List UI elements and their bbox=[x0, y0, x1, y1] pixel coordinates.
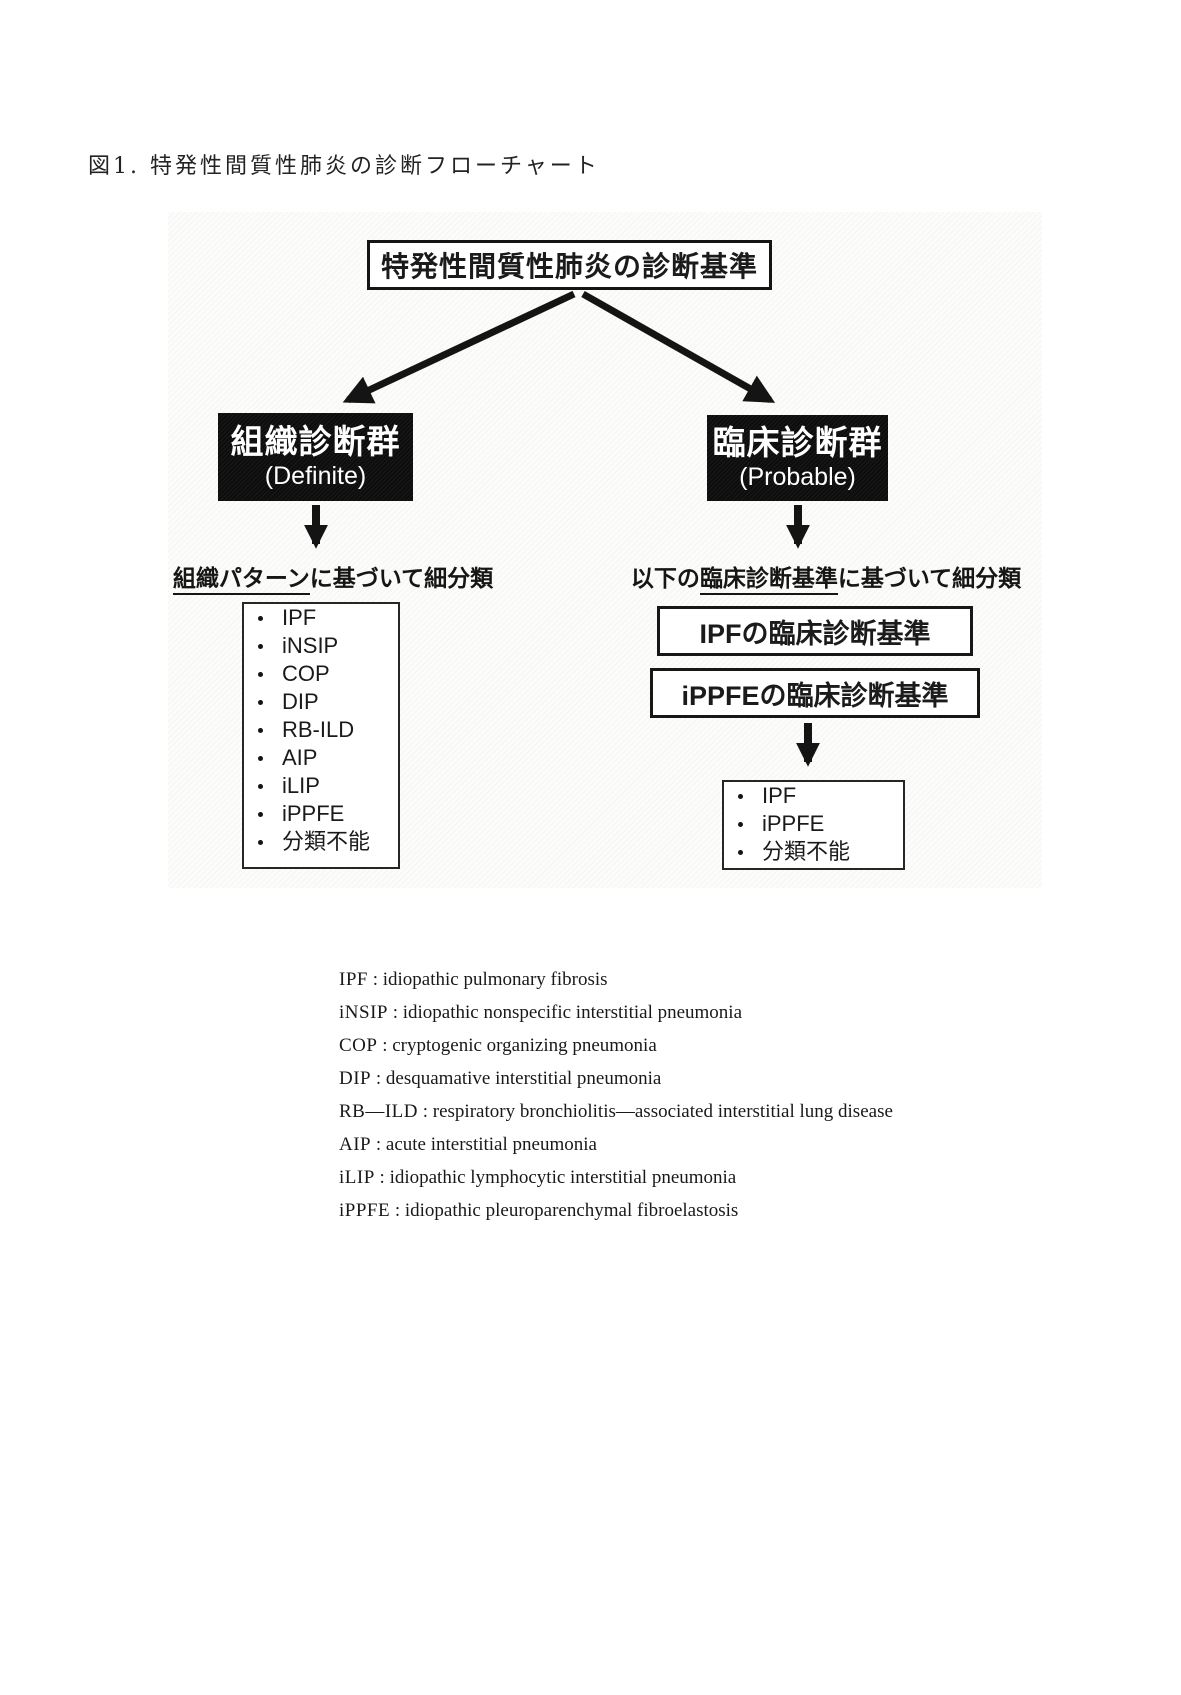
legend-line: RB—ILD : respiratory bronchiolitis—assoc… bbox=[339, 1095, 893, 1128]
clinical-note-rest: に基づいて細分類 bbox=[837, 565, 1022, 591]
clinical-note: 以下の臨床診断基準に基づいて細分類 bbox=[611, 559, 1041, 595]
legend-separator: : bbox=[367, 969, 383, 990]
legend-separator: : bbox=[374, 1167, 390, 1188]
histology-subtype-item: IPF bbox=[244, 604, 398, 632]
legend-abbr: AIP bbox=[339, 1134, 372, 1155]
histology-subtype-item: AIP bbox=[244, 744, 398, 772]
histology-note-rest: に基づいて細分類 bbox=[309, 565, 494, 591]
histology-subtype-item: iNSIP bbox=[244, 632, 398, 660]
histology-subtype-item: 分類不能 bbox=[244, 828, 398, 856]
histology-note-underlined: 組織パターン bbox=[172, 565, 310, 595]
clinical-group-subtitle: (Probable) bbox=[739, 463, 856, 491]
flowchart-arrows bbox=[304, 290, 820, 767]
legend-abbr: IPF bbox=[339, 969, 368, 990]
legend-line: iPPFE : idiopathic pleuroparenchymal fib… bbox=[339, 1194, 893, 1227]
legend-abbr: iPPFE bbox=[339, 1200, 391, 1221]
legend-full-name: acute interstitial pneumonia bbox=[385, 1134, 597, 1155]
legend-full-name: idiopathic lymphocytic interstitial pneu… bbox=[389, 1167, 737, 1188]
histology-subtype-item: COP bbox=[244, 660, 398, 688]
legend-separator: : bbox=[377, 1035, 393, 1056]
legend-abbr: COP bbox=[339, 1035, 378, 1056]
clinical-subtype-item: iPPFE bbox=[724, 810, 903, 838]
legend-line: AIP : acute interstitial pneumonia bbox=[339, 1128, 893, 1161]
clinical-note-prefix: 以下の bbox=[630, 565, 700, 591]
clinical-subtype-item: 分類不能 bbox=[724, 838, 903, 866]
legend-full-name: cryptogenic organizing pneumonia bbox=[392, 1035, 657, 1056]
histology-group-subtitle: (Definite) bbox=[264, 462, 367, 490]
histology-note: 組織パターンに基づいて細分類 bbox=[168, 559, 498, 595]
legend-abbr: DIP bbox=[339, 1068, 372, 1089]
arrow-root-to-histology bbox=[342, 290, 576, 404]
legend-full-name: idiopathic pulmonary fibrosis bbox=[382, 969, 608, 990]
clinical-note-underlined: 臨床診断基準 bbox=[699, 565, 838, 595]
legend-full-name: respiratory bronchiolitis—associated int… bbox=[432, 1101, 893, 1122]
legend-abbr: iLIP bbox=[339, 1167, 375, 1188]
histology-subtype-item: DIP bbox=[244, 688, 398, 716]
histology-group-title: 組織診断群 bbox=[230, 423, 401, 460]
histology-subtype-item: RB-ILD bbox=[244, 716, 398, 744]
arrow-root-to-clinical bbox=[581, 290, 776, 404]
histology-group-box: 組織診断群 (Definite) bbox=[218, 413, 413, 501]
clinical-group-title: 臨床診断群 bbox=[712, 424, 883, 461]
legend-line: iLIP : idiopathic lymphocytic interstiti… bbox=[339, 1161, 893, 1194]
legend-line: DIP : desquamative interstitial pneumoni… bbox=[339, 1062, 893, 1095]
ipf-clinical-criteria-box: IPFの臨床診断基準 bbox=[657, 606, 973, 656]
clinical-group-box: 臨床診断群 (Probable) bbox=[707, 415, 888, 501]
legend-abbr: iNSIP bbox=[339, 1002, 388, 1023]
legend-full-name: desquamative interstitial pneumonia bbox=[385, 1068, 662, 1089]
legend-abbr: RB—ILD bbox=[339, 1101, 418, 1122]
legend-line: IPF : idiopathic pulmonary fibrosis bbox=[339, 963, 893, 996]
diagnosis-flowchart: 特発性間質性肺炎の診断基準 組織診断群 (Definite) 臨床診断群 (Pr… bbox=[168, 212, 1042, 888]
legend-separator: : bbox=[390, 1200, 405, 1221]
histology-subtype-item: iPPFE bbox=[244, 800, 398, 828]
clinical-subtype-item: IPF bbox=[724, 782, 903, 810]
legend-line: COP : cryptogenic organizing pneumonia bbox=[339, 1029, 893, 1062]
legend-full-name: idiopathic nonspecific interstitial pneu… bbox=[402, 1002, 743, 1023]
legend-separator: : bbox=[387, 1002, 403, 1023]
root-criteria-box: 特発性間質性肺炎の診断基準 bbox=[367, 240, 772, 290]
legend-separator: : bbox=[371, 1068, 386, 1089]
legend-line: iNSIP : idiopathic nonspecific interstit… bbox=[339, 996, 893, 1029]
legend-separator: : bbox=[371, 1134, 386, 1155]
legend-separator: : bbox=[418, 1101, 433, 1122]
legend-full-name: idiopathic pleuroparenchymal fibroelasto… bbox=[404, 1200, 739, 1221]
figure-caption: 図1. 特発性間質性肺炎の診断フローチャート bbox=[88, 154, 600, 179]
histology-subtype-item: iLIP bbox=[244, 772, 398, 800]
ippfe-clinical-criteria-box: iPPFEの臨床診断基準 bbox=[650, 668, 980, 718]
